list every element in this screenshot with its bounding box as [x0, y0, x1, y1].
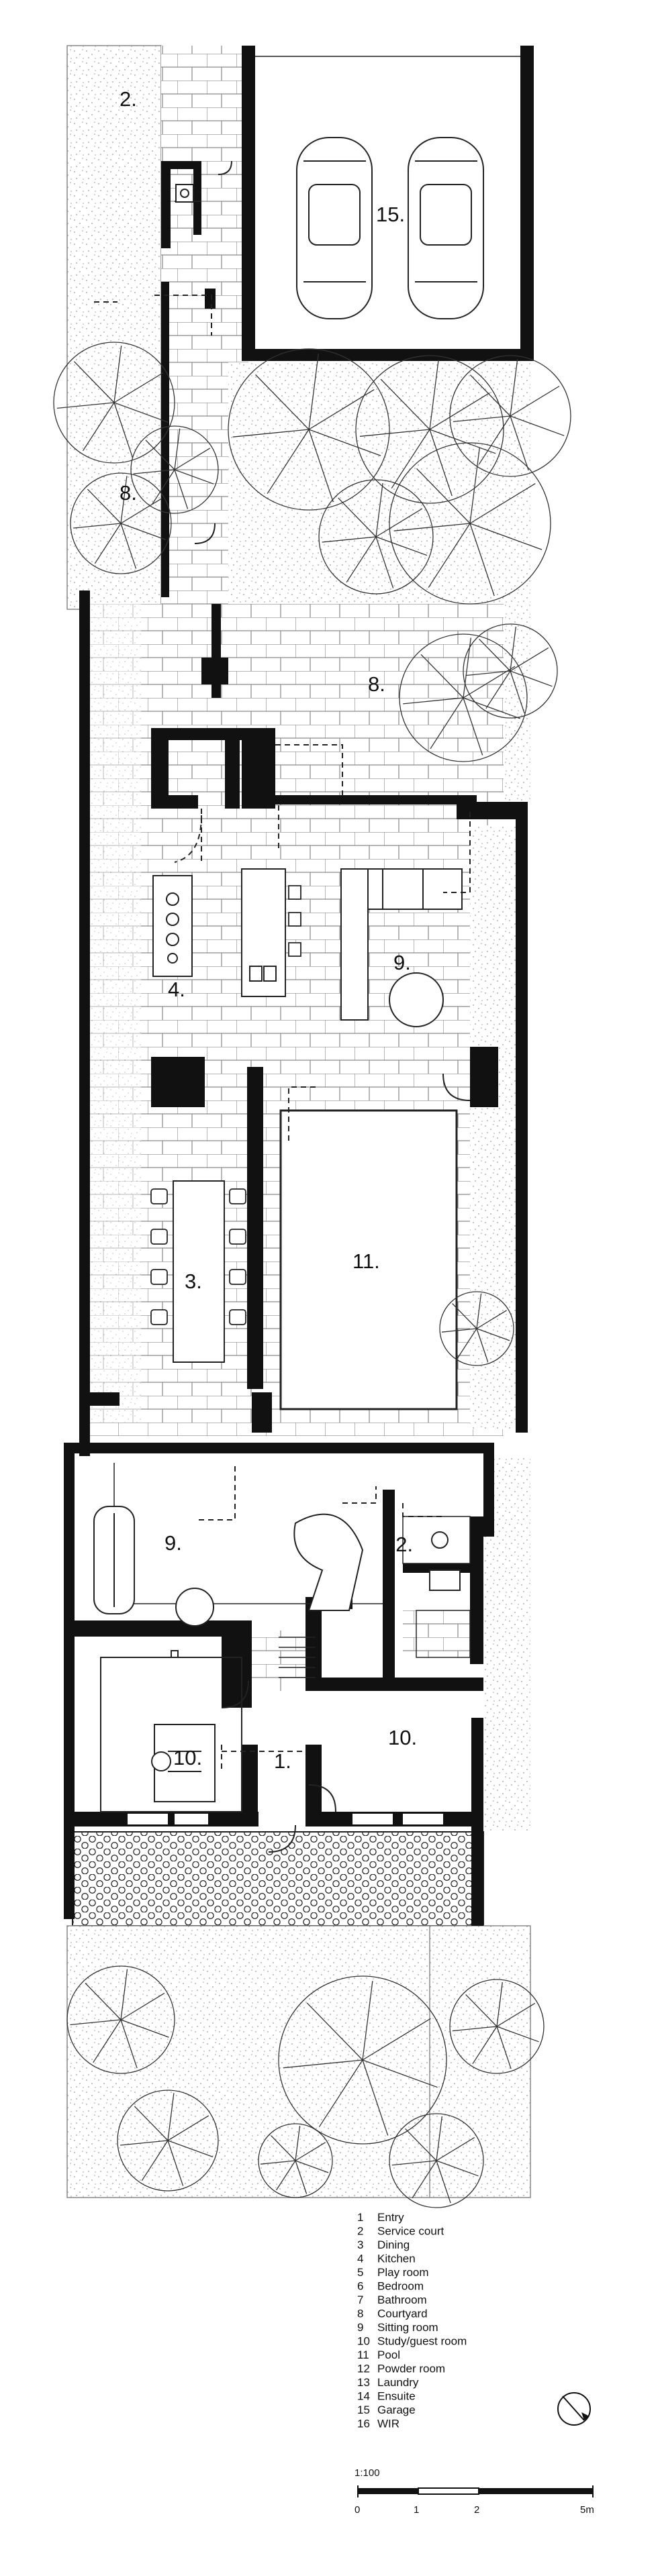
- dining-chairs: [150, 1188, 246, 1325]
- legend-label: Dining: [377, 2238, 410, 2251]
- front-garden: [66, 1925, 531, 2198]
- furniture: [93, 137, 484, 1802]
- tree-icon: [278, 1975, 447, 2145]
- legend-label: Play room: [377, 2266, 429, 2279]
- tree-icon: [449, 355, 571, 477]
- tree-icon: [66, 1965, 175, 2074]
- legend-label: Entry: [377, 2211, 404, 2224]
- label-pool: 11.: [352, 1249, 380, 1273]
- scale-tick-2: 2: [474, 2504, 479, 2516]
- side-strip-east: [470, 825, 524, 1429]
- label-powder-room: 12.: [384, 1533, 413, 1556]
- pool: [279, 1109, 458, 1410]
- label-service-court: 2.: [120, 87, 137, 111]
- car-left: [296, 137, 373, 319]
- door-swings: [94, 295, 471, 1771]
- north-arrow-icon: [557, 2392, 591, 2426]
- tree-icon: [117, 2090, 219, 2192]
- label-sitting-room-upper: 9.: [393, 951, 411, 974]
- front-entry-mat: [72, 1831, 484, 1926]
- legend-label: WIR: [377, 2418, 399, 2430]
- legend-label: Garage: [377, 2404, 416, 2416]
- legend-label: Service court: [377, 2225, 444, 2238]
- legend-number: 7: [357, 2294, 363, 2306]
- window-openings: [128, 1814, 443, 1824]
- legend-label: Powder room: [377, 2363, 445, 2375]
- scale-ratio: 1:100: [355, 2467, 380, 2479]
- legend-number: 1: [357, 2211, 363, 2224]
- legend-number: 2: [357, 2225, 363, 2238]
- legend-number: 8: [357, 2308, 363, 2320]
- dining-table: [173, 1180, 225, 1363]
- tree-icon: [258, 2123, 333, 2198]
- courtyard-west-gravel: [87, 604, 141, 1423]
- label-study-left: 10.: [173, 1746, 202, 1769]
- label-dining: 3.: [185, 1270, 202, 1293]
- tree-icon: [439, 1291, 514, 1366]
- scale-tick-0: 0: [355, 2504, 360, 2516]
- legend-number: 9: [357, 2321, 363, 2334]
- legend-label: Ensuite: [377, 2390, 416, 2403]
- legend-label: Kitchen: [377, 2253, 416, 2265]
- legend-label: Bedroom: [377, 2280, 424, 2293]
- sink-icon: [175, 184, 194, 203]
- legend-number: 12: [357, 2363, 370, 2375]
- room-labels: 2. 15. 8. 8. 4. 9. 3. 11. 9. 12. 10. 1. …: [120, 87, 417, 1773]
- tree-icon: [389, 442, 551, 605]
- tree-icon: [53, 342, 175, 464]
- scale-tick-5: 5m: [580, 2504, 594, 2516]
- legend-label: Sitting room: [377, 2321, 438, 2334]
- legend-label: Courtyard: [377, 2308, 428, 2320]
- legend-number: 6: [357, 2280, 363, 2293]
- stairs: [279, 1637, 316, 1678]
- legend-number: 4: [357, 2253, 363, 2265]
- tree-icon: [389, 2113, 484, 2208]
- walls: [64, 46, 534, 1926]
- legend-label: Laundry: [377, 2376, 419, 2389]
- legend-label: Bathroom: [377, 2294, 427, 2306]
- grand-piano-icon: [293, 1513, 364, 1611]
- tree-icon: [228, 348, 390, 511]
- service-court-gravel: [66, 45, 162, 610]
- legend-number: 13: [357, 2376, 370, 2389]
- scale-tick-1: 1: [414, 2504, 419, 2516]
- legend-number: 15: [357, 2404, 370, 2416]
- label-study-right: 10.: [388, 1726, 417, 1749]
- room-legend: 1 Entry 2 Service court 3 Dining 4 Kitchen 5 Play…: [357, 2211, 467, 2430]
- study-desk: [154, 1724, 216, 1802]
- door-arcs: [194, 160, 471, 1853]
- legend-number: 5: [357, 2266, 363, 2279]
- lower-stair-paving: [252, 1631, 316, 1691]
- legend-number: 3: [357, 2238, 363, 2251]
- tree-icon: [449, 1979, 545, 2074]
- tree-icon: [70, 472, 172, 574]
- legend-number: 14: [357, 2390, 370, 2403]
- label-courtyard-west: 8.: [120, 481, 137, 505]
- cooktop-icon: [166, 892, 179, 906]
- legend-number: 10: [357, 2335, 370, 2348]
- tree-icon: [130, 425, 219, 514]
- label-sitting-room-lower: 9.: [164, 1531, 182, 1555]
- scale-bar: 1:100 0 1 2 5m: [355, 2467, 594, 2516]
- car-right: [408, 137, 484, 319]
- legend-label: Study/guest room: [377, 2335, 467, 2348]
- tree-icon: [463, 623, 558, 719]
- label-garage: 15.: [376, 203, 405, 226]
- tree-icon: [318, 479, 434, 595]
- round-ottoman: [389, 972, 444, 1027]
- legend-number: 11: [357, 2349, 369, 2361]
- toilet-icon: [431, 1531, 449, 1549]
- legend-number: 16: [357, 2418, 370, 2430]
- tree-icon: [355, 355, 504, 504]
- label-kitchen: 4.: [168, 978, 185, 1001]
- armchair: [175, 1588, 214, 1627]
- legend-label: Pool: [377, 2349, 400, 2361]
- trees: [53, 342, 571, 2208]
- label-entry: 1.: [274, 1749, 291, 1773]
- label-courtyard-east: 8.: [368, 672, 385, 696]
